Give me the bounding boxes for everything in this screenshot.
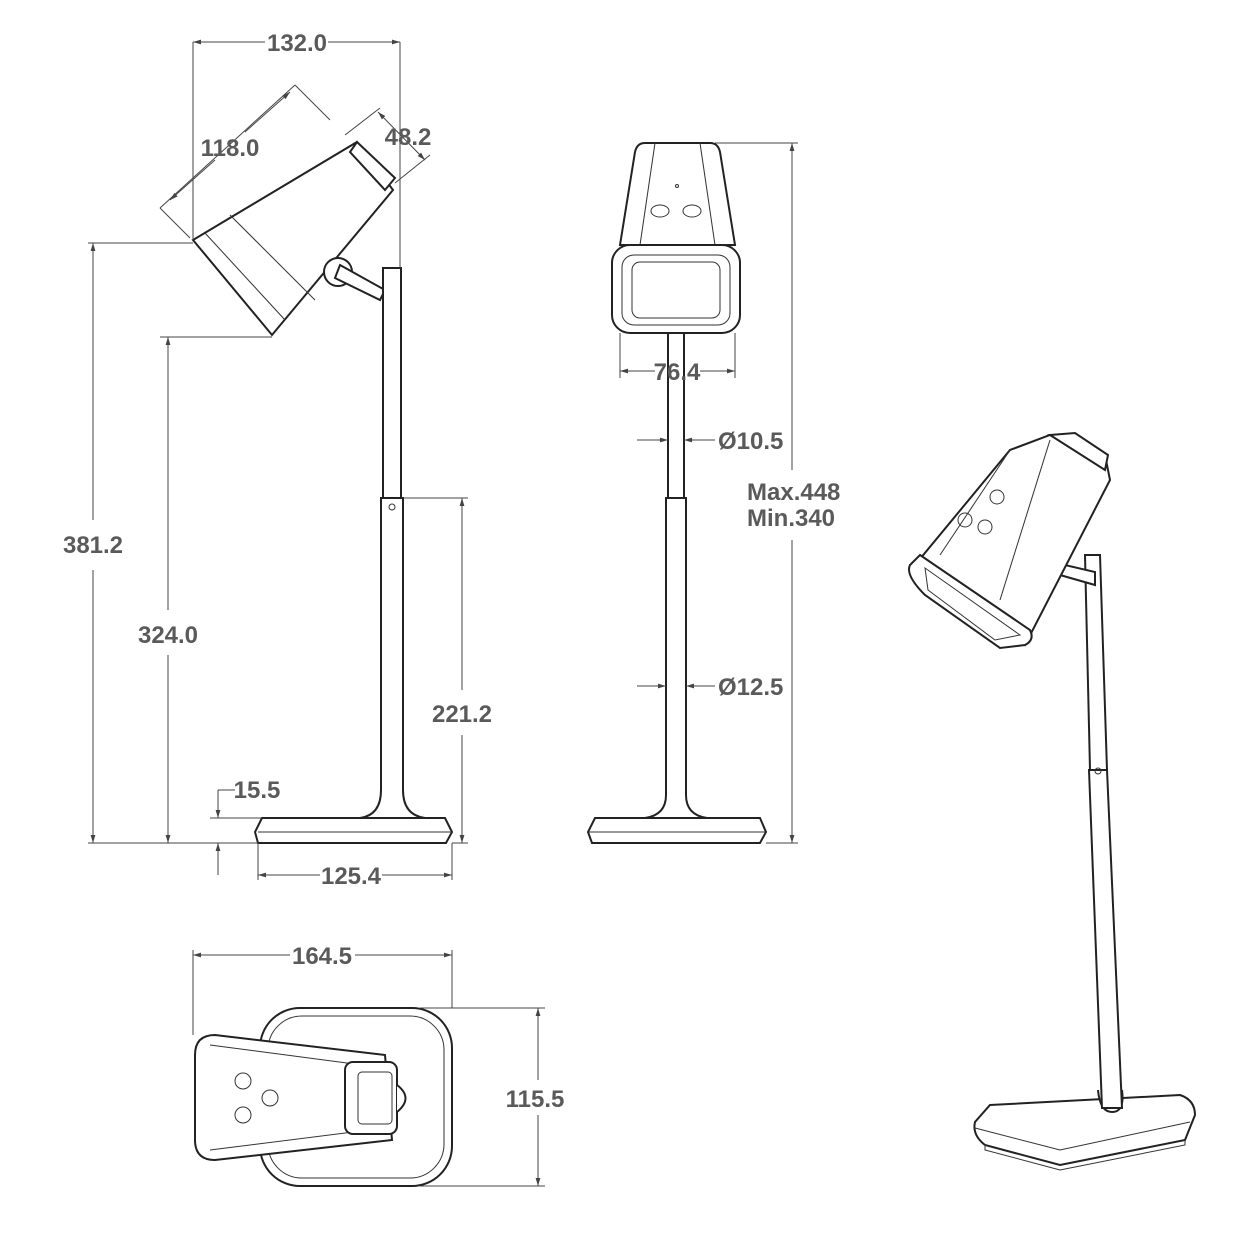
- dim-base-height: 15.5: [234, 777, 281, 804]
- front-lamp-head: [611, 142, 741, 334]
- side-lamp-head: [191, 140, 397, 337]
- perspective-upper-pole: [1083, 554, 1109, 771]
- dim-head-length: 118.0: [201, 135, 260, 162]
- perspective-view: [908, 431, 1197, 1171]
- dim-min-height: Min.340: [747, 505, 835, 532]
- perspective-base: [973, 1093, 1197, 1171]
- dim-overall-length: 164.5: [292, 943, 352, 970]
- side-base: [253, 817, 454, 844]
- side-view: 132.0 118.0 48.2 381.2 324.0 221.2 15.5: [63, 30, 492, 890]
- front-view: 76.4 Ø10.5 Ø12.5 Max.448 Min.340: [586, 142, 840, 844]
- dim-width-overall: 132.0: [267, 30, 327, 57]
- side-pole: [359, 267, 426, 819]
- dim-height-pole-joint: 221.2: [432, 701, 492, 728]
- dim-lower-pole-diameter: Ø12.5: [718, 674, 783, 701]
- dim-base-depth: 115.5: [506, 1086, 565, 1113]
- perspective-lamp-head: [908, 431, 1112, 650]
- front-lower-pole: [665, 497, 687, 809]
- dim-head-width: 76.4: [654, 359, 701, 386]
- front-base: [586, 817, 768, 844]
- dim-head-depth: 48.2: [385, 124, 432, 151]
- dim-base-width: 125.4: [321, 863, 382, 890]
- dim-height-head-top: 381.2: [63, 532, 123, 559]
- top-lamp-head: [194, 1033, 407, 1162]
- perspective-lower-pole: [1087, 769, 1124, 1109]
- front-upper-pole: [667, 332, 685, 499]
- dim-max-height: Max.448: [747, 479, 840, 506]
- dim-upper-pole-diameter: Ø10.5: [718, 428, 783, 455]
- dim-height-head-bottom: 324.0: [138, 622, 198, 649]
- top-view: 164.5 115.5: [192, 943, 565, 1187]
